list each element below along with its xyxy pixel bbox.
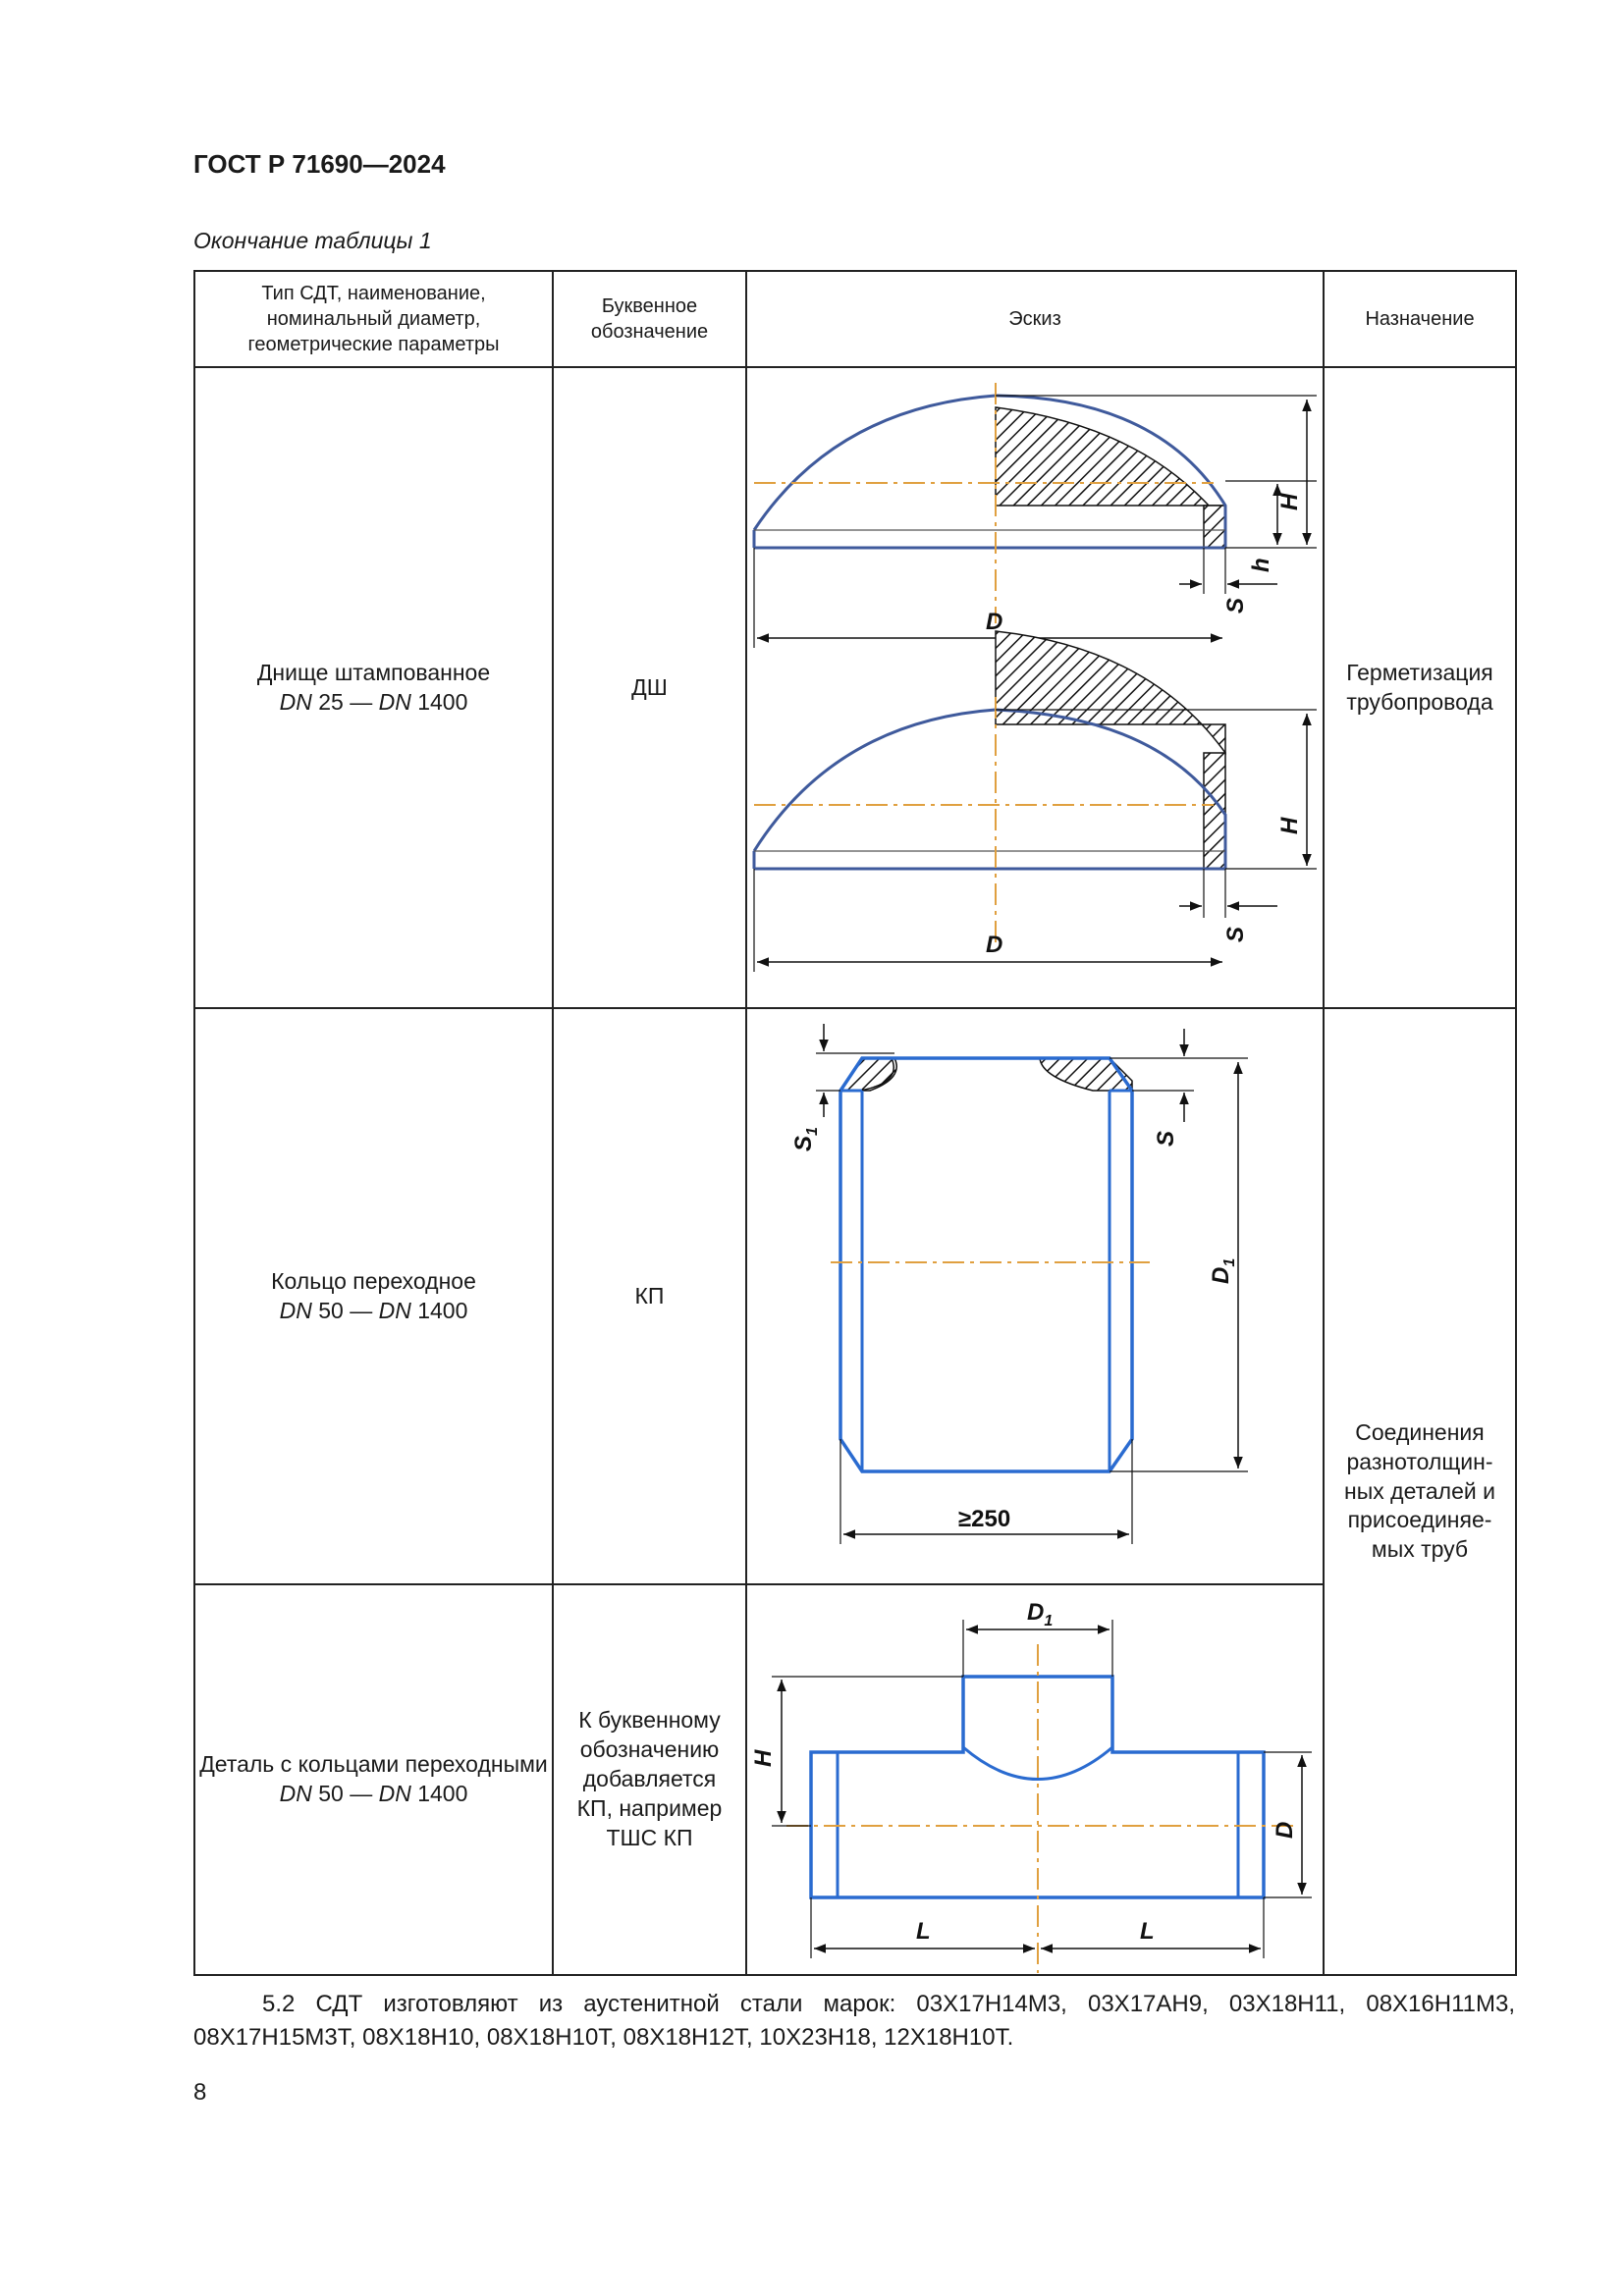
table-row: Деталь с кольцами переходными DN 50 — DN…: [193, 1583, 1516, 1976]
paragraph-5-2: 5.2 СДТ изготовляют из аустенитной стали…: [193, 1991, 1515, 2052]
table-row: Днище штампованное DN 25 — DN 1400 ДШ: [193, 366, 1517, 1009]
cell-type: Кольцо переходное DN 50 — DN 1400: [193, 1007, 554, 1585]
ring-sketch: S1 S D1 ≥250: [790, 1024, 1248, 1544]
type-name: Кольцо переходное: [271, 1267, 476, 1294]
svg-text:h: h: [1248, 558, 1274, 572]
type-name: Деталь с кольцами переходными: [199, 1751, 548, 1778]
svg-text:L: L: [916, 1918, 931, 1945]
cell-sketch: D1 H D L L: [745, 1583, 1325, 1976]
svg-text:S1: S1: [790, 1127, 821, 1151]
col-header-purpose: Назначение: [1323, 270, 1517, 368]
cell-code: ДШ: [552, 366, 747, 1009]
cell-type: Деталь с кольцами переходными DN 50 — DN…: [193, 1583, 554, 1976]
svg-text:D: D: [1272, 1822, 1298, 1839]
svg-text:H: H: [1276, 493, 1303, 510]
type-range: DN 25 — DN 1400: [279, 688, 468, 715]
table-row: Кольцо переходное DN 50 — DN 1400 КП: [193, 1007, 1517, 1976]
tee-sketch: D1 H D L L: [750, 1599, 1312, 1973]
cell-sketch: S1 S D1 ≥250: [745, 1007, 1325, 1585]
ring-drawing: S1 S D1 ≥250: [790, 1024, 1248, 1544]
head-drawing-lower: H S D: [752, 630, 1317, 972]
svg-text:H: H: [1276, 817, 1303, 834]
svg-text:L: L: [1140, 1918, 1155, 1945]
svg-text:D1: D1: [1208, 1258, 1238, 1284]
svg-text:≥250: ≥250: [958, 1506, 1010, 1532]
cell-type: Днище штампованное DN 25 — DN 1400: [193, 366, 554, 1009]
svg-text:H: H: [750, 1749, 777, 1767]
cell-purpose: Герметизация трубопровода: [1323, 366, 1517, 1009]
table-header-row: Тип СДТ, наименование, номинальный диаме…: [193, 270, 1517, 368]
svg-text:D: D: [986, 932, 1002, 958]
svg-text:D: D: [986, 609, 1002, 635]
cell-sketch: H h S D: [745, 366, 1325, 1009]
sdt-table: Тип СДТ, наименование, номинальный диаме…: [193, 270, 1517, 1976]
page-number: 8: [193, 2079, 207, 2106]
type-name: Днище штампованное: [256, 659, 491, 685]
type-range: DN 50 — DN 1400: [279, 1781, 468, 1806]
tee-drawing: D1 H D L L: [750, 1599, 1312, 1973]
type-range: DN 50 — DN 1400: [279, 1297, 468, 1323]
svg-text:S: S: [1222, 598, 1249, 614]
table-caption: Окончание таблицы 1: [193, 228, 432, 253]
cell-purpose: Соединения разнотолщин-ных деталей и при…: [1323, 1007, 1517, 1976]
head-sketch: H h S D: [752, 383, 1317, 972]
cell-code: К буквенному обозначению добавляется КП,…: [552, 1583, 747, 1976]
svg-text:S: S: [1153, 1131, 1179, 1147]
col-header-sketch: Эскиз: [745, 270, 1325, 368]
svg-text:D1: D1: [1027, 1599, 1053, 1629]
col-header-type: Тип СДТ, наименование, номинальный диаме…: [193, 270, 554, 368]
svg-text:S: S: [1222, 927, 1249, 942]
standard-header: ГОСТ Р 71690—2024: [193, 149, 446, 179]
cell-code: КП: [552, 1007, 747, 1585]
head-drawing-upper: H h S D: [752, 383, 1317, 648]
col-header-code: Буквенное обозначение: [552, 270, 747, 368]
